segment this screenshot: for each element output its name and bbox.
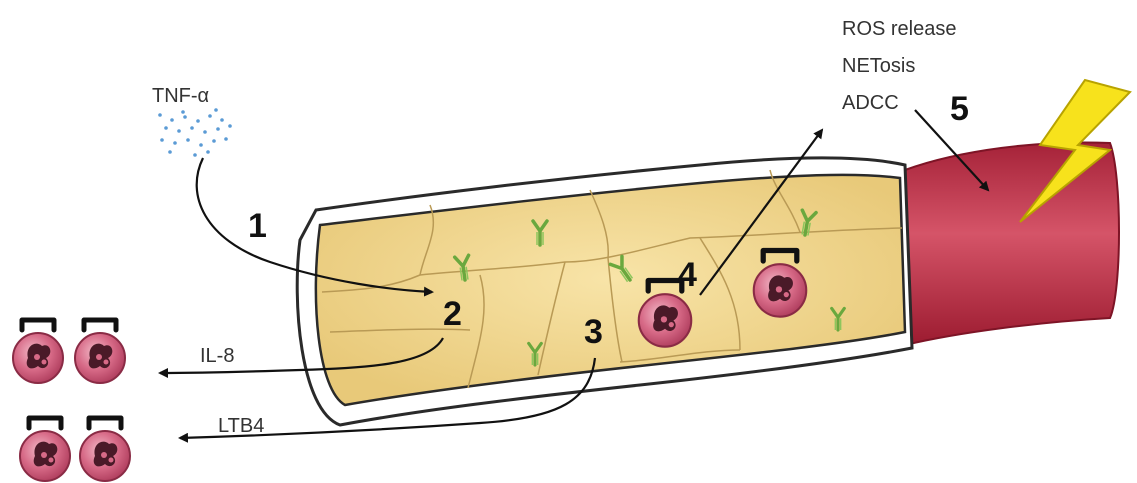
label-il8: IL-8 (200, 345, 234, 367)
step-1: 1 (248, 207, 267, 245)
step-4: 4 (678, 256, 697, 294)
label-ros-release: ROS release (842, 18, 957, 40)
damaged-tissue-segment (905, 142, 1119, 345)
step-2: 2 (443, 295, 462, 333)
cytokine-dots-icon (158, 108, 232, 157)
label-tnf-alpha: TNF-α (152, 85, 209, 107)
recruited-neutrophils (13, 320, 130, 481)
label-adcc: ADCC (842, 92, 899, 114)
step-3: 3 (584, 313, 603, 351)
label-netosis: NETosis (842, 55, 915, 77)
label-ltb4: LTB4 (218, 415, 264, 437)
step-5: 5 (950, 90, 969, 128)
